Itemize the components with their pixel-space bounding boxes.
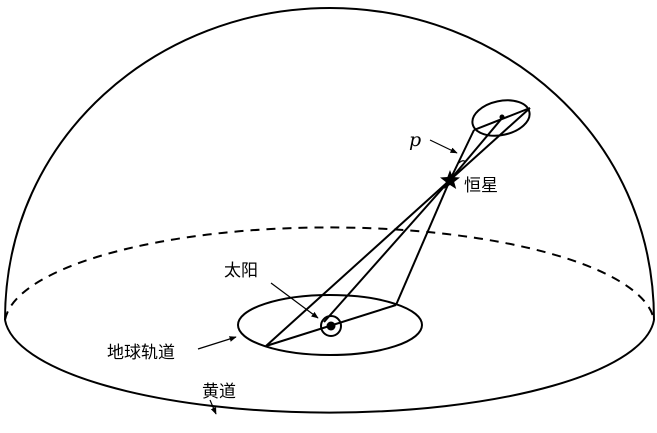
star-to-ellipse-3 bbox=[449, 107, 531, 181]
star-label: 恒星 bbox=[464, 176, 498, 196]
celestial-dome bbox=[4, 6, 655, 321]
star-to-ellipse-1 bbox=[449, 129, 475, 181]
sightline-2 bbox=[323, 179, 451, 323]
parallax-ellipse bbox=[471, 99, 531, 137]
p-arrow bbox=[429, 139, 458, 154]
sun-label: 太阳 bbox=[224, 261, 258, 281]
sightline-3 bbox=[395, 179, 451, 306]
sun-arrow bbox=[270, 282, 319, 319]
ecliptic-arrow bbox=[209, 399, 217, 415]
ellipse-center-dot bbox=[499, 114, 505, 120]
orbit-chord-1 bbox=[265, 304, 397, 347]
ecliptic-back bbox=[4, 226, 655, 321]
earth-orbit-label: 地球轨道 bbox=[107, 343, 175, 363]
star-icon bbox=[440, 170, 460, 189]
ecliptic-front bbox=[4, 319, 655, 414]
parallax-label: p bbox=[409, 129, 421, 151]
parallax-angle-arc bbox=[458, 160, 467, 164]
ecliptic-label: 黄道 bbox=[202, 382, 236, 402]
orbit-arrow bbox=[197, 336, 237, 350]
star-to-ellipse-2 bbox=[449, 116, 504, 181]
sun-ring bbox=[320, 315, 342, 337]
sightline-1 bbox=[265, 179, 451, 347]
earth-orbit bbox=[237, 294, 423, 356]
